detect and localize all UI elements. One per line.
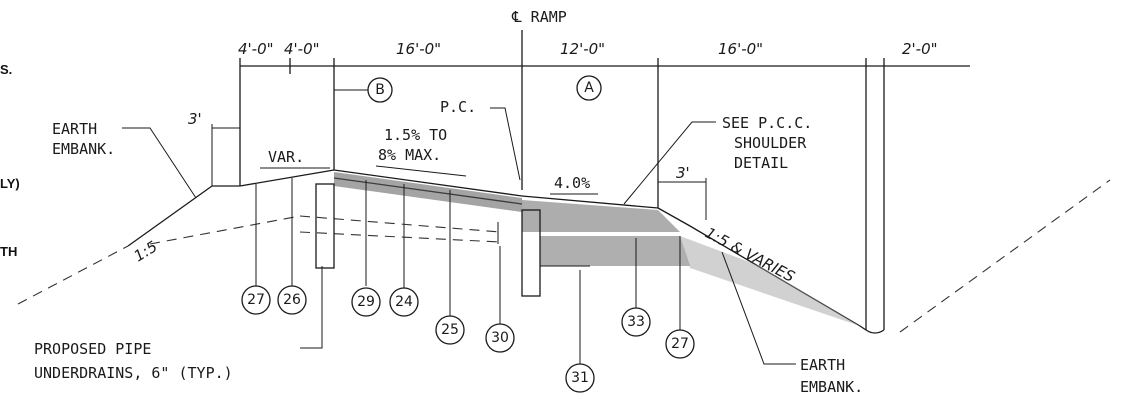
lane-marker-a: A [584, 80, 594, 96]
svg-text:27: 27 [671, 336, 689, 352]
base-layer-a [540, 236, 690, 266]
edge-fragment-3: TH [0, 244, 17, 259]
lane-b-surface [333, 169, 523, 197]
see-shoulder-2: SHOULDER [734, 134, 807, 152]
underdrains-label-1: PROPOSED PIPE [34, 340, 151, 358]
shoulder-slope-label: 4.0% [554, 174, 590, 192]
dimension-ticks [239, 58, 885, 334]
existing-ground-left [17, 245, 129, 305]
callout-29: 29 [351, 180, 381, 317]
earth-embank-left-1: EARTH [52, 120, 97, 138]
slope-text-1: 1.5% TO [384, 126, 447, 144]
dim-4ft-b: 4'-0" [284, 40, 320, 58]
centerline-label: ℄ RAMP [511, 8, 567, 26]
subgrade-dash [149, 215, 501, 245]
callout-27-right: 27 [665, 236, 695, 359]
callout-27-left: 27 [241, 184, 271, 315]
see-shoulder-3: DETAIL [734, 154, 788, 172]
pc-label: P.C. [440, 98, 476, 116]
svg-text:31: 31 [571, 370, 589, 386]
underdrain-trench-left [315, 183, 335, 269]
dim-12ft: 12'-0" [560, 40, 605, 58]
earth-embank-right-1: EARTH [800, 356, 845, 374]
shoulder-left-surface [239, 169, 335, 187]
shoulder-fill-right [680, 236, 860, 326]
lane-marker-b-circle [367, 77, 393, 103]
svg-text:25: 25 [441, 322, 459, 338]
callout-33: 33 [621, 238, 651, 337]
dim-4ft-a: 4'-0" [238, 40, 274, 58]
svg-text:30: 30 [491, 330, 509, 346]
svg-text:27: 27 [247, 292, 265, 308]
edge-fragment-2: LY) [0, 176, 20, 191]
see-shoulder-1: SEE P.C.C. [722, 114, 812, 132]
callout-24: 24 [389, 184, 419, 317]
dim-16ft-a: 16'-0" [396, 40, 441, 58]
pavement-layer-a [522, 200, 680, 232]
slope-left [127, 185, 240, 247]
svg-text:29: 29 [357, 294, 375, 310]
slope-right [657, 207, 867, 331]
svg-text:24: 24 [395, 294, 413, 310]
callout-30: 30 [485, 246, 515, 353]
slope-text-2: 8% MAX. [378, 146, 441, 164]
edge-fragment-1: S. [0, 62, 12, 77]
callout-31: 31 [565, 270, 595, 393]
svg-text:26: 26 [283, 292, 301, 308]
lane-a-surface [521, 195, 659, 209]
dim-3ft-right: 3' [676, 164, 690, 182]
dim-3ft-left: 3' [188, 110, 202, 128]
var-label: VAR. [268, 148, 304, 166]
dim-16ft-b: 16'-0" [718, 40, 763, 58]
callout-26: 26 [277, 178, 307, 315]
earth-embank-right-2: EMBANK. [800, 378, 863, 396]
underdrain-trench-right [521, 209, 541, 297]
earth-embank-left-2: EMBANK. [52, 140, 115, 158]
dim-2ft: 2'-0" [902, 40, 938, 58]
existing-ground-right [899, 179, 1111, 333]
lane-marker-b: B [375, 82, 385, 98]
svg-text:33: 33 [627, 314, 645, 330]
pavement-layer-b [334, 172, 522, 212]
callout-25: 25 [435, 190, 465, 345]
lane-marker-a-circle [576, 75, 602, 101]
underdrains-label-2: UNDERDRAINS, 6" (TYP.) [34, 364, 233, 382]
